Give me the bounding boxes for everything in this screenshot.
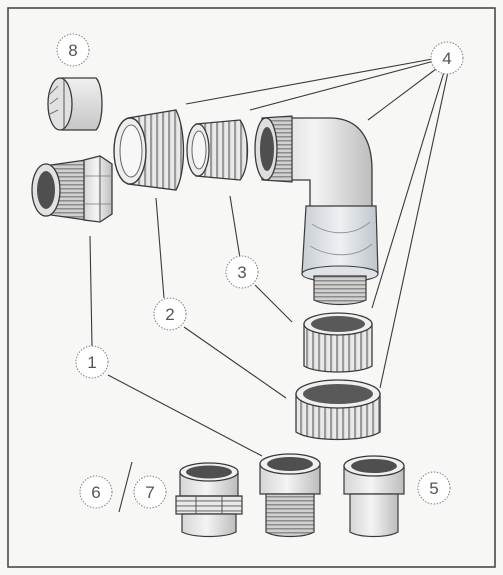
- separator-slash-upper: [118, 461, 133, 513]
- leader-4b: [249, 59, 439, 111]
- leader-4e: [379, 71, 449, 389]
- leader-4c: [367, 65, 441, 121]
- leader-3-lower: [254, 284, 293, 323]
- callout-7: 7: [133, 475, 167, 509]
- threaded-adaptor-part-1: [31, 155, 113, 223]
- union-nut-part-2: [113, 109, 185, 191]
- cap-part-8: [47, 77, 103, 131]
- callout-3-label: 3: [237, 263, 246, 282]
- leader-2-upper: [155, 197, 165, 299]
- leader-1-lower: [107, 374, 263, 457]
- callout-1-label: 1: [87, 353, 96, 372]
- callout-5-label: 5: [429, 479, 438, 498]
- callout-2-label: 2: [165, 305, 174, 324]
- callout-4-label: 4: [442, 49, 451, 68]
- callout-8-label: 8: [68, 41, 77, 60]
- callout-7-label: 7: [145, 483, 154, 502]
- leader-lines: [89, 57, 449, 513]
- ribbed-ring-part-3-lower: [303, 312, 373, 373]
- leader-3-upper: [229, 195, 241, 259]
- callout-1: 1: [75, 345, 109, 379]
- callout-2: 2: [153, 297, 187, 331]
- ribbed-ring-part-2-lower: [295, 379, 381, 441]
- callout-6-label: 6: [91, 483, 100, 502]
- leader-2-lower: [183, 326, 287, 399]
- outer-frame: [7, 7, 496, 568]
- leader-4a: [185, 57, 439, 105]
- callout-8: 8: [56, 33, 90, 67]
- leader-1-upper: [89, 235, 93, 347]
- plain-socket-part-5: [343, 455, 405, 538]
- callout-6: 6: [79, 475, 113, 509]
- leader-4d: [371, 71, 445, 309]
- callout-4: 4: [430, 41, 464, 75]
- callout-3: 3: [225, 255, 259, 289]
- threaded-socket-part-1-lower: [259, 453, 321, 538]
- callout-5: 5: [417, 471, 451, 505]
- hex-adaptor-part-6-7: [175, 462, 243, 538]
- union-nut-part-3: [186, 119, 249, 181]
- elbow-fitting-part-4: [254, 115, 379, 306]
